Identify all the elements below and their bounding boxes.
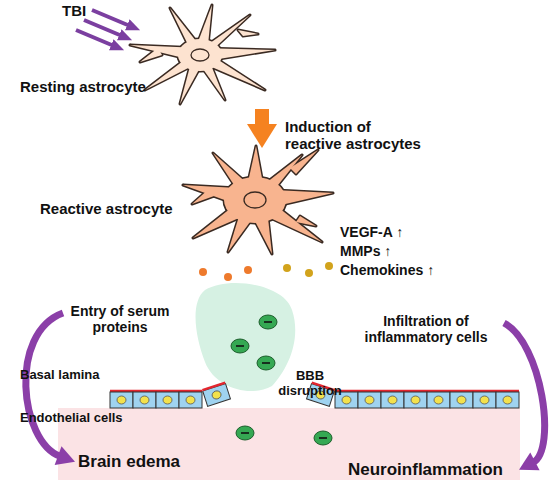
node-label: Infiltration of inflammatory cells [350,313,502,345]
node-label: Neuroinflammation [348,460,516,480]
outcome-text: Neuroinflammation [348,460,516,480]
part-name: Basal lamina [20,368,100,383]
node-label: Brain edema [78,452,198,472]
node-label: Entry of serum proteins [65,303,175,335]
outcome-arrow [504,323,545,470]
arrow-head [519,453,540,471]
arrow-head [247,124,277,148]
process-text: Entry of serum proteins [65,303,175,335]
outcome-text: Brain edema [78,452,198,472]
factor-label: MMPs ↑ [340,243,391,259]
connector-line [26,313,63,456]
connector-line [255,109,269,126]
induction-arrow [247,109,277,148]
factor-label: Chemokines ↑ [340,262,434,278]
node-label: Resting astrocyte [20,78,160,95]
part-name: Endothelial cells [20,411,123,426]
edge-label: Induction of reactive astrocytes [285,118,426,153]
outcome-arrow [26,313,75,465]
factor-label: VEGF-A ↑ [340,224,403,240]
secreted-factors [199,262,333,281]
astrocyte-node: Reactive astrocyte [40,148,340,254]
process-text: Infiltration of inflammatory cells [350,313,502,345]
arrow-head [55,446,75,465]
node-label: Reactive astrocyte [40,200,180,217]
injury-label: TBI [62,2,86,19]
connector-line [504,323,545,462]
reactive-astrocyte [183,146,333,254]
resting-astrocyte [130,5,275,104]
impact-arrow [92,10,130,26]
astrocyte-node: Resting astrocyte [20,5,282,109]
disruption-label: BBB disruption [278,369,342,399]
serum-leak [196,283,296,391]
vessel-lumen [58,408,520,480]
